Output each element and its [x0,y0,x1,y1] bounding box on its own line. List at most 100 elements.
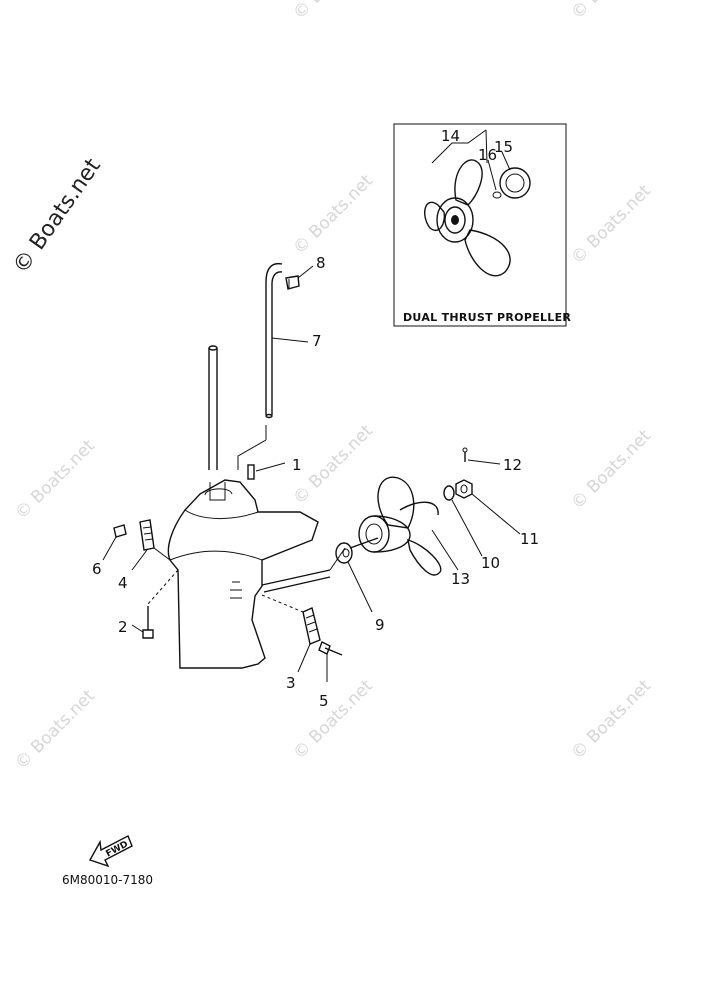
leader-9 [347,561,373,613]
nut-11-bore [460,484,468,494]
callout-9: 9 [375,616,385,634]
bolt-2-dash [147,569,179,605]
bolt-6-head [113,524,127,538]
bolt-2-head [142,629,154,639]
callout-11: 11 [520,530,539,548]
washer-10 [443,485,483,557]
trim-tab-3-ribs [305,614,318,633]
inset-blade-bottom [464,229,511,277]
inset-title: DUAL THRUST PROPELLER [403,311,571,324]
lower-casing-outline [167,479,319,669]
inset-hub-outer [436,197,474,243]
leader-4 [131,549,148,571]
trim-tab-3-body [302,607,321,645]
propeller-13-shaft-line [349,537,379,549]
inset-leader-16 [487,159,497,191]
inset-leader-14 [431,129,488,164]
washer-9-inner [342,548,350,558]
watermark-5: © Boats.net [11,436,99,524]
screw-5-shank [324,647,343,656]
propeller-13-blade-bottom [407,539,442,576]
watermark-3: © Boats.net [289,171,377,259]
propeller-13-hub-front [358,515,390,553]
inset-thrust-hub [499,167,531,199]
callout-5: 5 [319,692,329,710]
watermark-1: © Boats.net [289,0,377,24]
lower-casing-anticav-plate [184,509,259,520]
grommet-8 [285,275,300,290]
leader-2 [131,624,144,633]
leader-7 [271,337,309,343]
leader-13 [431,529,459,571]
watermark-main: © Boats.net [8,154,106,279]
propeller-shaft [261,569,331,593]
inset-callout-14: 14 [441,127,460,145]
watermark-grid: © Boats.net © Boats.net © Boats.net © Bo… [11,0,655,774]
lower-casing-neck [209,482,226,501]
nut-11-body [455,479,473,499]
fwd-label: FWD [104,840,129,860]
inset-callout-15: 15 [494,138,513,156]
screw-5 [318,641,343,682]
pipe-7-dash [237,425,267,470]
anode-4-connect [153,547,171,561]
trim-tab-3-dash [261,594,304,613]
leader-8 [297,265,314,279]
inset-blade-left [424,201,446,231]
drive-shaft-body [208,348,218,470]
drive-shaft [208,345,218,470]
washer-10-body [443,485,455,501]
anode-4-ribs [142,526,154,541]
callout-6: 6 [92,560,102,578]
inset-frame [393,123,567,327]
washer-9 [335,542,373,613]
callout-10: 10 [481,554,500,572]
pipe-7-body [265,262,283,415]
dowel-pin-1-body [247,464,255,480]
screw-5-head [318,641,331,655]
leader-12 [467,459,501,465]
watermark-2: © Boats.net [567,0,655,24]
watermark-8: © Boats.net [11,686,99,774]
inset-washer [492,191,502,199]
bolt-2 [131,569,179,639]
callout-1: 1 [292,456,302,474]
pipe-7-inner [271,271,283,415]
fwd-arrow-shape [88,835,133,868]
callout-13: 13 [451,570,470,588]
callout-8: 8 [316,254,326,272]
callout-7: 7 [312,332,322,350]
cotter-pin-12-head [462,447,468,453]
watermark-6: © Boats.net [289,421,377,509]
propeller-13-hub-inner [365,523,383,545]
washer-9-outer [335,542,353,564]
inset-blade-top [454,159,483,206]
lower-casing-slots [230,581,242,599]
propeller-13-blade-back [399,501,439,516]
lower-casing [167,479,346,669]
lower-casing-collar [204,488,233,496]
nut-11 [455,479,521,535]
callout-4: 4 [118,574,128,592]
inset-hub-bore [451,215,459,225]
watermark-4: © Boats.net [567,181,655,269]
fwd-arrow: FWD [88,835,133,868]
leader-3 [297,643,311,673]
trim-tab-3 [261,594,321,673]
cotter-pin-12 [462,447,501,465]
leader-1 [255,462,286,472]
anode-4 [131,519,171,571]
propeller-13-hub-body [373,515,411,553]
leader-11 [471,493,521,535]
inset-hub-inner [444,206,466,234]
propeller-13 [349,476,459,576]
anode-4-body [139,519,155,551]
inset-dual-thrust: 14 16 15 DUAL THRUST PROPELLER [393,123,571,327]
grommet-8-body [285,275,300,290]
dowel-pin-1 [247,462,286,480]
bolt-6 [102,524,127,561]
watermark-9: © Boats.net [289,676,377,764]
propeller-13-blade-top [377,476,415,529]
callout-2: 2 [118,618,128,636]
